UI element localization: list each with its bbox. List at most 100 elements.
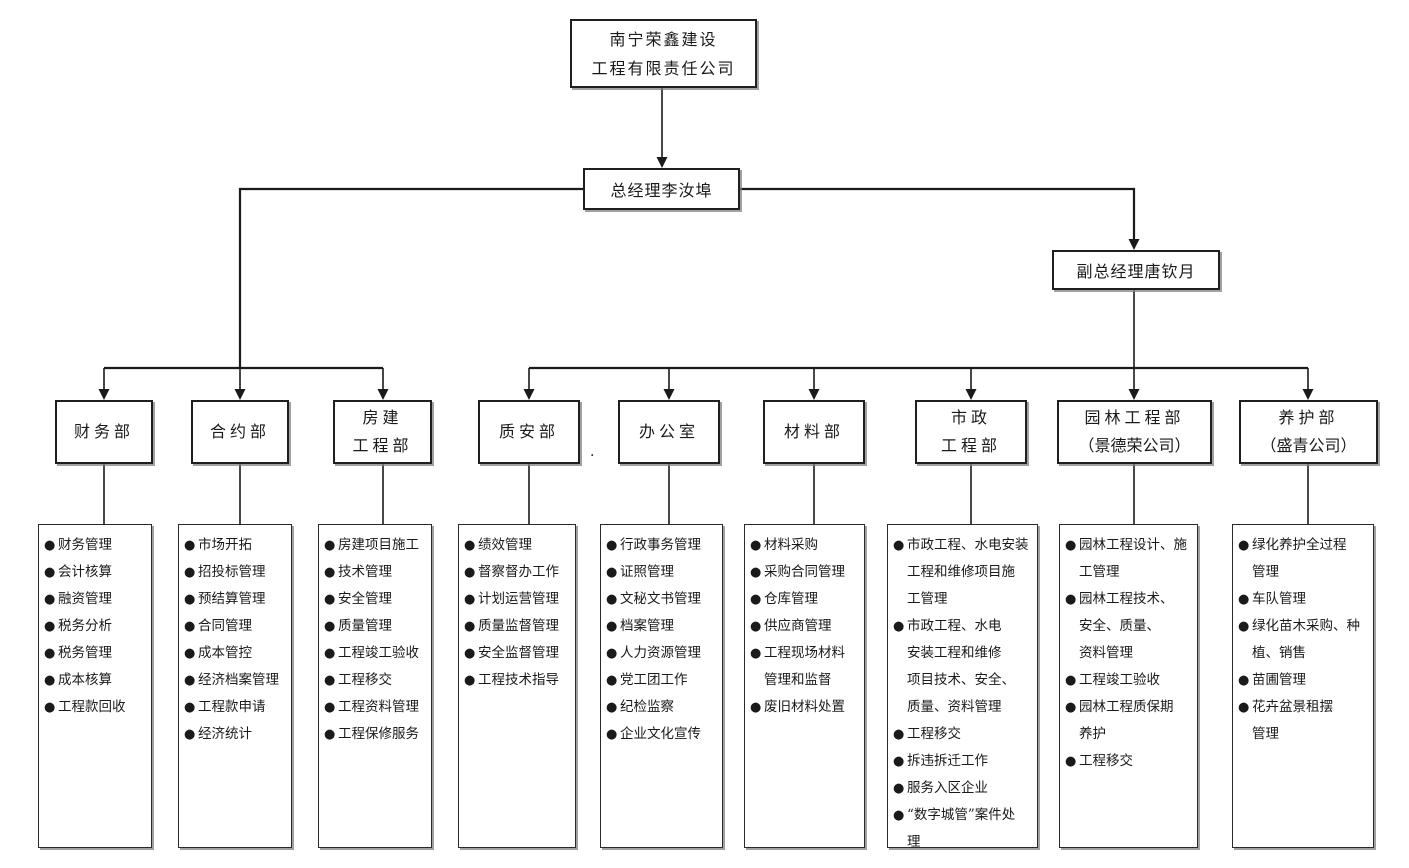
bullet-icon: ● bbox=[44, 619, 56, 634]
bullet-icon: ● bbox=[606, 538, 618, 553]
bullet-icon: ● bbox=[184, 727, 196, 742]
company-box: 南宁荣鑫建设 工程有限责任公司 bbox=[570, 19, 757, 88]
duty-line: 工程移交 bbox=[907, 726, 961, 742]
duty-line: 工程和维修项目施 bbox=[907, 564, 1015, 580]
department-duties-contract: ●市场开拓●招投标管理●预结算管理●合同管理●成本管控●经济档案管理●工程款申请… bbox=[178, 524, 292, 848]
department-name-line: 工程部 bbox=[352, 436, 413, 455]
bullet-icon: ● bbox=[44, 673, 56, 688]
duty-item: ●合同管理 bbox=[184, 613, 288, 640]
duty-item: ●园林工程质保期养护 bbox=[1065, 694, 1194, 748]
bullet-icon: ● bbox=[1238, 538, 1250, 553]
bullet-icon: ● bbox=[606, 592, 618, 607]
department-box-quality-safety: 质安部 bbox=[478, 400, 580, 464]
department-name-line: 市政 bbox=[950, 408, 991, 427]
duty-item: ●纪检监察 bbox=[606, 694, 719, 721]
duty-item: ●成本管控 bbox=[184, 640, 288, 667]
department-name-line: 材料部 bbox=[783, 422, 844, 441]
department-name-line: （盛青公司） bbox=[1260, 436, 1357, 455]
duty-item: ●预结算管理 bbox=[184, 586, 288, 613]
duty-item: ●花卉盆景租摆管理 bbox=[1238, 694, 1370, 748]
duty-item: ●采购合同管理 bbox=[750, 559, 861, 586]
duty-line: 园林工程质保期 bbox=[1079, 699, 1174, 715]
duty-line: 工管理 bbox=[907, 591, 948, 607]
duty-item: ●工程保修服务 bbox=[324, 721, 428, 748]
department-box-municipal-engineering: 市政工程部 bbox=[915, 400, 1027, 464]
bullet-icon: ● bbox=[184, 619, 196, 634]
bullet-icon: ● bbox=[606, 619, 618, 634]
duty-line: 证照管理 bbox=[620, 564, 674, 580]
duty-item: ●工程移交 bbox=[324, 667, 428, 694]
bullet-icon: ● bbox=[1238, 592, 1250, 607]
bullet-icon: ● bbox=[893, 781, 905, 796]
duty-line: 工程移交 bbox=[1079, 753, 1133, 769]
department-name-line: （景德荣公司） bbox=[1078, 436, 1191, 455]
duty-item: ●工程移交 bbox=[1065, 748, 1194, 775]
duty-item: ●市场开拓 bbox=[184, 532, 288, 559]
duty-item: ●园林工程技术、安全、质量、资料管理 bbox=[1065, 586, 1194, 667]
duty-line: 园林工程技术、 bbox=[1079, 591, 1174, 607]
bullet-icon: ● bbox=[184, 565, 196, 580]
arrowhead-icon bbox=[1128, 389, 1140, 400]
duty-item: ●督察督办工作 bbox=[464, 559, 572, 586]
department-box-finance: 财务部 bbox=[55, 400, 153, 464]
duty-line: 绿化苗木采购、种 bbox=[1252, 618, 1360, 634]
stray-period: . bbox=[590, 444, 595, 460]
duty-line: 苗圃管理 bbox=[1252, 672, 1306, 688]
bullet-icon: ● bbox=[606, 673, 618, 688]
department-box-contract: 合约部 bbox=[191, 400, 289, 464]
bullet-icon: ● bbox=[1238, 619, 1250, 634]
bullet-icon: ● bbox=[606, 727, 618, 742]
duty-item: ●质量管理 bbox=[324, 613, 428, 640]
duty-line: 督察督办工作 bbox=[478, 564, 559, 580]
duty-item: ●绿化养护全过程管理 bbox=[1238, 532, 1370, 586]
bullet-icon: ● bbox=[324, 646, 336, 661]
bullet-icon: ● bbox=[324, 565, 336, 580]
bullet-icon: ● bbox=[324, 673, 336, 688]
department-box-materials: 材料部 bbox=[763, 400, 865, 464]
duty-line: 经济统计 bbox=[198, 726, 252, 742]
arrowhead-icon bbox=[965, 389, 977, 400]
company-name-line: 南宁荣鑫建设 bbox=[609, 29, 718, 49]
duty-line: 理 bbox=[907, 834, 921, 850]
duty-item: ●市政工程、水电安装工程和维修项目技术、安全、质量、资料管理 bbox=[893, 613, 1034, 721]
duty-line: 绿化养护全过程 bbox=[1252, 537, 1347, 553]
bullet-icon: ● bbox=[1065, 754, 1077, 769]
duty-line: 绩效管理 bbox=[478, 537, 532, 553]
duty-line: 安全管理 bbox=[338, 591, 392, 607]
duty-item: ●计划运营管理 bbox=[464, 586, 572, 613]
bullet-icon: ● bbox=[750, 565, 762, 580]
department-duties-municipal-engineering: ●市政工程、水电安装工程和维修项目施工管理●市政工程、水电安装工程和维修项目技术… bbox=[887, 524, 1038, 850]
bullet-icon: ● bbox=[750, 646, 762, 661]
duty-item: ●市政工程、水电安装工程和维修项目施工管理 bbox=[893, 532, 1034, 613]
department-duties-garden-engineering: ●园林工程设计、施工管理●园林工程技术、安全、质量、资料管理●工程竣工验收●园林… bbox=[1059, 524, 1198, 848]
duty-item: ●安全监督管理 bbox=[464, 640, 572, 667]
bullet-icon: ● bbox=[184, 646, 196, 661]
department-name-line: 质安部 bbox=[498, 422, 559, 441]
department-box-garden-engineering: 园林工程部（景德荣公司） bbox=[1057, 400, 1212, 464]
duty-line: 纪检监察 bbox=[620, 699, 674, 715]
arrowhead-icon bbox=[234, 389, 246, 400]
bullet-icon: ● bbox=[44, 592, 56, 607]
duty-item: ●废旧材料处置 bbox=[750, 694, 861, 721]
bullet-icon: ● bbox=[464, 646, 476, 661]
duty-item: ●工程资料管理 bbox=[324, 694, 428, 721]
duty-line: 拆违拆迁工作 bbox=[907, 753, 988, 769]
duty-line: 废旧材料处置 bbox=[764, 699, 845, 715]
duty-line: 安装工程和维修 bbox=[907, 645, 1002, 661]
duty-line: 成本核算 bbox=[58, 672, 112, 688]
duty-line: 安全监督管理 bbox=[478, 645, 559, 661]
duty-item: ●工程竣工验收 bbox=[324, 640, 428, 667]
duty-item: ●企业文化宣传 bbox=[606, 721, 719, 748]
duty-line: 技术管理 bbox=[338, 564, 392, 580]
bullet-icon: ● bbox=[44, 700, 56, 715]
duty-line: 项目技术、安全、 bbox=[907, 672, 1015, 688]
duty-line: 质量、资料管理 bbox=[907, 699, 1002, 715]
duty-item: ●工程现场材料管理和监督 bbox=[750, 640, 861, 694]
bullet-icon: ● bbox=[893, 727, 905, 742]
duty-line: 养护 bbox=[1079, 726, 1106, 742]
duty-item: ●融资管理 bbox=[44, 586, 148, 613]
bullet-icon: ● bbox=[1065, 700, 1077, 715]
bullet-icon: ● bbox=[893, 619, 905, 634]
duty-line: 税务分析 bbox=[58, 618, 112, 634]
